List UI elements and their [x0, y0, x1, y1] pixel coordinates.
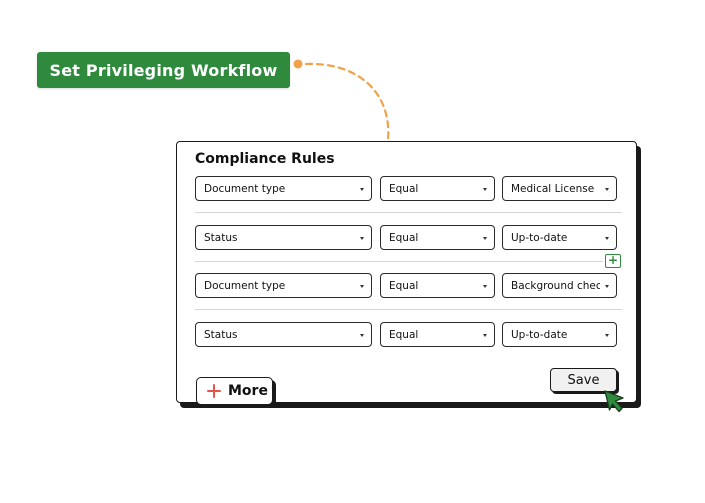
rule-divider — [195, 309, 622, 310]
workflow-callout-label: Set Privileging Workflow — [49, 60, 278, 80]
caret-down-icon — [360, 187, 364, 191]
caret-down-icon — [483, 236, 487, 240]
add-rule-button[interactable]: + — [605, 254, 621, 268]
plus-icon — [207, 384, 221, 398]
rule-row-2: Status Equal Up-to-date — [195, 225, 620, 250]
cursor-arrow-icon — [604, 390, 624, 413]
rule-1-field-select[interactable]: Document type — [195, 176, 372, 201]
rule-4-operator-value: Equal — [389, 328, 419, 341]
rule-1-field-value: Document type — [204, 182, 286, 195]
rule-divider — [195, 261, 603, 262]
rule-1-value-select[interactable]: Medical License — [502, 176, 617, 201]
rule-divider — [195, 212, 622, 213]
compliance-rules-card: Compliance Rules Document type Equal Med… — [176, 141, 637, 405]
rule-3-field-value: Document type — [204, 279, 286, 292]
caret-down-icon — [483, 333, 487, 337]
caret-down-icon — [605, 284, 609, 288]
caret-down-icon — [360, 236, 364, 240]
rule-4-operator-select[interactable]: Equal — [380, 322, 495, 347]
rule-row-1: Document type Equal Medical License — [195, 176, 620, 201]
rule-4-field-value: Status — [204, 328, 238, 341]
rule-2-value-value: Up-to-date — [511, 231, 568, 244]
rule-row-3: Document type Equal Background check — [195, 273, 620, 298]
rule-4-value-value: Up-to-date — [511, 328, 568, 341]
workflow-callout: Set Privileging Workflow — [37, 52, 290, 88]
rule-2-operator-select[interactable]: Equal — [380, 225, 495, 250]
rule-4-field-select[interactable]: Status — [195, 322, 372, 347]
caret-down-icon — [605, 333, 609, 337]
add-rule-plus-icon: + — [607, 253, 619, 267]
caret-down-icon — [360, 284, 364, 288]
rule-3-operator-select[interactable]: Equal — [380, 273, 495, 298]
save-button-label: Save — [567, 372, 600, 388]
rule-row-4: Status Equal Up-to-date — [195, 322, 620, 347]
connector-dashed-path — [304, 62, 390, 142]
rule-3-value-select[interactable]: Background check — [502, 273, 617, 298]
rule-2-field-value: Status — [204, 231, 238, 244]
rule-1-operator-value: Equal — [389, 182, 419, 195]
rule-1-value-value: Medical License — [511, 182, 595, 195]
rule-2-field-select[interactable]: Status — [195, 225, 372, 250]
caret-down-icon — [605, 236, 609, 240]
more-button-label: More — [228, 383, 268, 399]
rule-3-value-value: Background check — [511, 279, 600, 292]
save-button[interactable]: Save — [550, 368, 617, 392]
rule-3-field-select[interactable]: Document type — [195, 273, 372, 298]
caret-down-icon — [483, 284, 487, 288]
card-title: Compliance Rules — [195, 151, 335, 167]
caret-down-icon — [360, 333, 364, 337]
rule-2-value-select[interactable]: Up-to-date — [502, 225, 617, 250]
caret-down-icon — [483, 187, 487, 191]
rule-1-operator-select[interactable]: Equal — [380, 176, 495, 201]
rule-4-value-select[interactable]: Up-to-date — [502, 322, 617, 347]
rule-3-operator-value: Equal — [389, 279, 419, 292]
more-button[interactable]: More — [196, 377, 273, 405]
connector-dot — [293, 59, 303, 69]
rule-2-operator-value: Equal — [389, 231, 419, 244]
caret-down-icon — [605, 187, 609, 191]
